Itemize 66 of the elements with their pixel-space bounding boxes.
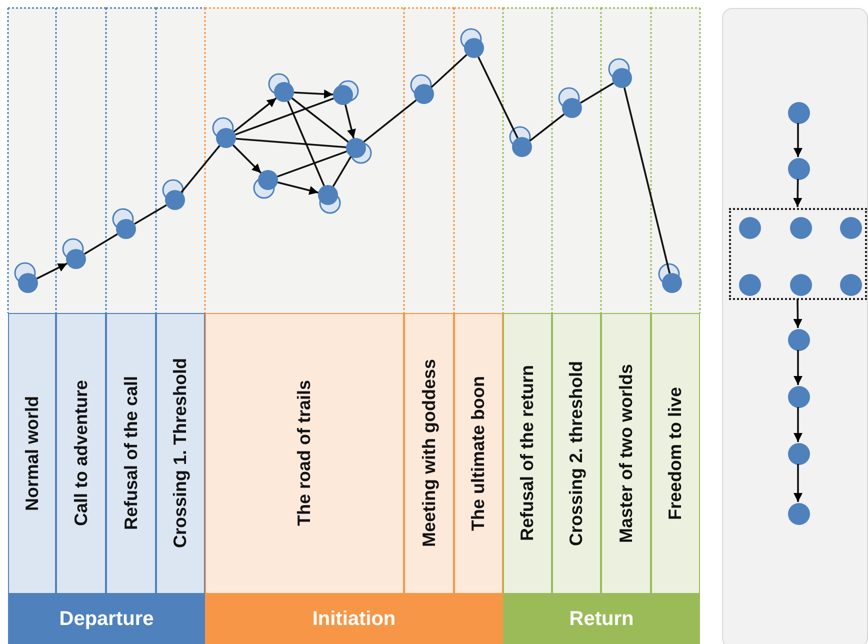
arrow — [793, 299, 802, 328]
stage-column — [106, 313, 156, 594]
stage-column — [552, 313, 601, 594]
stage-column — [404, 313, 454, 594]
stage-label: Master of two worlds — [616, 364, 636, 543]
stage-column — [8, 313, 56, 594]
stage-label: Freedom to live — [665, 386, 686, 520]
dot — [788, 158, 810, 180]
stage-label: Normal world — [22, 396, 42, 511]
dot — [840, 274, 862, 296]
stage-label: Call to adventure — [70, 380, 92, 527]
dot — [790, 217, 812, 239]
stage-column — [601, 313, 651, 594]
phase-bar: Initiation — [205, 594, 503, 644]
connector-line — [332, 156, 352, 187]
connector-line — [84, 233, 118, 255]
arrow — [794, 350, 802, 385]
stage-label: Meeting with goddess — [418, 359, 440, 548]
connector-line — [363, 100, 417, 142]
dotted-group-box — [729, 208, 867, 300]
connector-line — [277, 150, 347, 178]
arrow — [277, 182, 319, 195]
connector-line — [478, 56, 518, 138]
stage-label: Crossing 1. Threshold — [170, 358, 191, 549]
stage-column — [205, 313, 404, 594]
dot — [788, 329, 810, 351]
phase-bar: Return — [503, 594, 700, 644]
phase-bar: Departure — [8, 594, 205, 644]
dot — [790, 274, 812, 296]
arrow — [232, 144, 262, 174]
connector-line — [287, 100, 325, 186]
connector-line — [235, 98, 334, 136]
dot — [840, 217, 862, 239]
arrow — [794, 464, 802, 502]
stage-label: Refusal of the call — [120, 376, 142, 531]
connector-line — [134, 204, 167, 225]
stage-label: The road of trails — [294, 380, 315, 527]
stage-column — [651, 313, 700, 594]
arrow — [233, 98, 277, 132]
dot — [788, 503, 810, 525]
stage-label: Refusal of the return — [517, 365, 538, 542]
arrow — [36, 262, 68, 280]
connector-line — [291, 97, 349, 143]
connector-line — [180, 145, 220, 193]
dot — [739, 274, 761, 296]
arrow — [793, 179, 802, 208]
connector-line — [624, 88, 670, 274]
stage-label: Crossing 2. threshold — [566, 360, 587, 546]
stage-column — [503, 313, 552, 594]
arrow — [294, 90, 334, 99]
connector-line — [529, 113, 565, 142]
stage-label: The ultimate boon — [468, 376, 489, 531]
dot — [788, 386, 810, 408]
dot — [788, 443, 810, 465]
arrow — [794, 123, 802, 157]
stage-column — [454, 313, 503, 594]
side-panel — [722, 8, 868, 644]
connector-line — [580, 82, 614, 104]
dot — [788, 102, 810, 124]
dot — [739, 217, 761, 239]
arrow — [344, 104, 356, 138]
arrow — [794, 407, 802, 442]
connector-line — [236, 138, 346, 148]
connector-line — [430, 54, 468, 88]
stage-column — [56, 313, 106, 594]
stage-column — [156, 313, 205, 594]
